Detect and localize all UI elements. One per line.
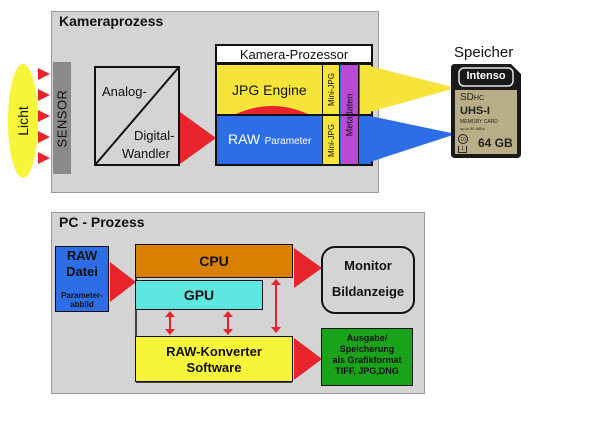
sd-speed-label: up to 90 MB/s [460,126,485,131]
proc-right-blue [360,116,371,164]
adc-converter-box [94,66,180,166]
monitor-block: Monitor Bildanzeige [321,246,415,314]
proc-divider [217,114,371,116]
raw-parameter-block [217,116,322,164]
sd-uhs-icon: 1 [458,146,467,153]
sensor-bar: SENSOR [53,62,71,174]
sd-class-icon: 10 [458,134,468,144]
converter-to-output-arrow [294,338,322,380]
gpu-block: GPU [135,280,263,310]
jpg-engine-block [217,65,322,114]
adc-label-analog: Analog- [102,84,147,99]
camera-processor-title: Kamera-Prozessor [215,44,373,64]
output-beams [370,66,456,162]
adc-to-processor-arrow [180,112,216,164]
cpu-block: CPU [135,244,293,278]
storage-title: Speicher [454,44,514,61]
data-flow-arrows [165,311,233,335]
mini-jpg-top: Mini-JPG [322,65,340,114]
adc-label-wandler: Wandler [122,146,170,161]
cpu-converter-arrow [271,279,281,333]
raw-parameter-label: RAW Parameter [228,131,312,147]
sd-type-label: SDHC [460,92,485,103]
camera-process-title: Kameraprozess [59,13,164,29]
raw-param-label-1: Parameter- [61,291,103,300]
proc-right-yellow [360,65,371,114]
raw-converter-block: RAW-Konverter Software [135,336,293,382]
mini-jpg-bottom: Mini-JPG [322,116,340,164]
light-source [8,64,38,178]
sd-brand: Intenso [466,70,506,82]
sd-memory-card-label: MEMORY CARD [460,119,498,125]
pc-process-title: PC - Prozess [59,214,145,230]
raw-file-label-1: RAW [66,248,98,263]
jpg-engine-label: JPG Engine [232,82,307,98]
light-arrows [38,68,50,164]
raw-file-label-2: Datei [66,264,98,279]
jpg-engine-flame [232,106,312,116]
cpu-to-monitor-arrow [294,248,322,288]
sd-capacity-label: 64 GB [478,136,513,150]
sd-uhs-label: UHS-I [460,105,490,117]
output-block: Ausgabe/ Speicherung als Grafikformat TI… [321,328,413,386]
raw-file-block [55,246,109,312]
light-label: Licht [14,106,31,136]
adc-label-digital: Digital- [134,128,175,143]
raw-to-cpu-arrow [110,262,136,302]
raw-param-label-2: abbild [70,300,94,309]
